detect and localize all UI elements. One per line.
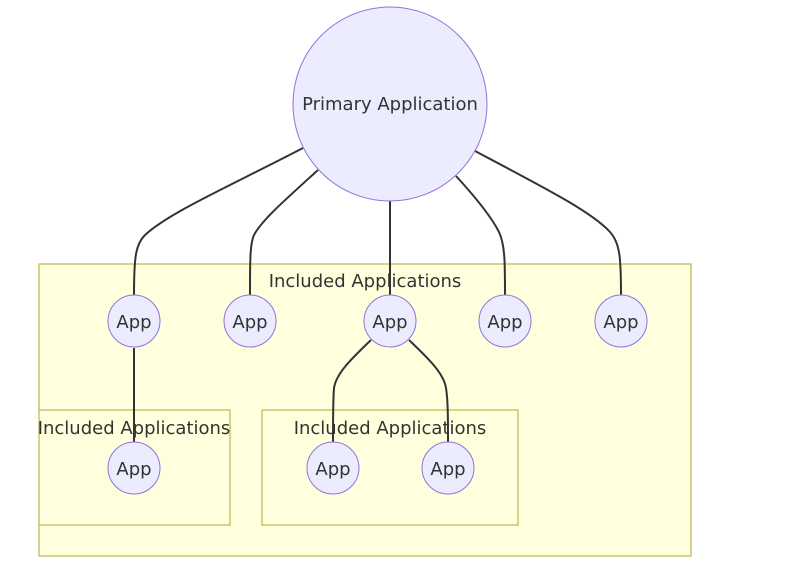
node-app-7: App [306,441,360,495]
node-app-circle [107,441,161,495]
node-app-circle [421,441,475,495]
cluster-included-applications-left: Included Applications [38,409,231,526]
node-app-label: App [603,312,638,333]
node-app-circle [478,294,532,348]
edge-root-app-1 [133,147,304,296]
node-app-8: App [421,441,475,495]
node-app-label: App [116,459,151,480]
node-app-label: App [487,312,522,333]
edge-app-3-app-7 [332,339,372,443]
node-primary-application-label: Primary Application [302,94,478,115]
cluster-outer-label: Included Applications [269,271,462,292]
edge-root-app-4 [455,175,506,296]
edge-root-app-2 [249,169,319,296]
node-app-2: App [223,294,277,348]
cluster-center-box [261,409,519,526]
node-app-label: App [116,312,151,333]
edges [133,147,622,443]
node-app-circle [363,294,417,348]
edge-app-3-app-8 [408,339,449,443]
cluster-center-label: Included Applications [294,418,487,439]
node-app-3: App [363,294,417,348]
node-app-6: App [107,441,161,495]
node-app-label: App [232,312,267,333]
node-app-label: App [315,459,350,480]
node-app-5: App [594,294,648,348]
node-app-label: App [372,312,407,333]
node-primary-application: Primary Application [292,6,488,202]
node-app-1: App [107,294,161,348]
node-app-4: App [478,294,532,348]
cluster-included-applications-center: Included Applications [261,409,519,526]
node-app-circle [107,294,161,348]
node-primary-application-circle [292,6,488,202]
node-app-circle [223,294,277,348]
node-app-label: App [430,459,465,480]
node-app-circle [306,441,360,495]
node-app-circle [594,294,648,348]
edge-root-app-5 [474,150,622,296]
